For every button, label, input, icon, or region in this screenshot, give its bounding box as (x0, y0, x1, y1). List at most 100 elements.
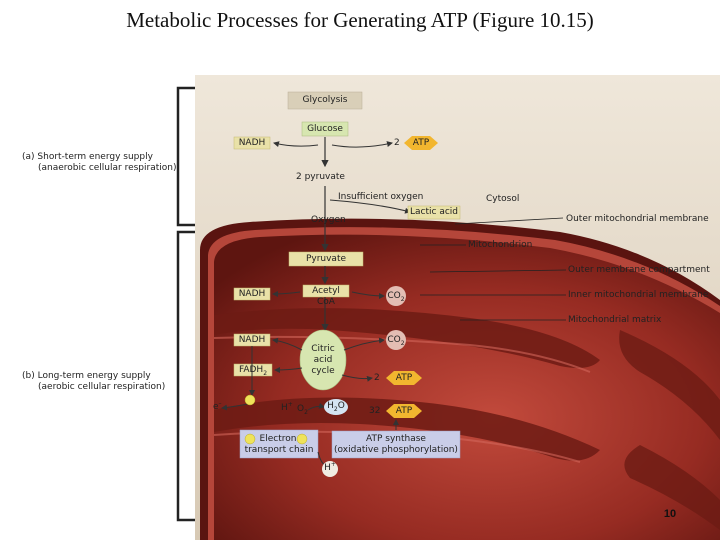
pyruvate-label: Pyruvate (305, 254, 347, 264)
cycle-label-line3: cycle (311, 366, 335, 376)
h2o-o: O (337, 401, 345, 411)
atp-label-glycolysis: ATP (412, 138, 430, 148)
co2-circle-pyruvate (386, 286, 406, 306)
inner-membrane-label: Inner mitochondrial membrane (568, 290, 709, 300)
short-term-label-line2: (anaerobic cellular respiration) (38, 163, 177, 173)
co2-label-cycle: CO2 (384, 335, 408, 346)
h-sup: + (287, 401, 293, 408)
atp-count-glycolysis: 2 (394, 138, 400, 148)
synthase-label-line2: (oxidative phosphorylation) (334, 445, 458, 455)
etc-label-line1: Electron (259, 434, 297, 444)
fadh2-label: FADH2 (234, 365, 272, 376)
oxygen-label: Oxygen (311, 215, 346, 225)
co2-text-cycle: CO (387, 335, 401, 345)
arrow-cycle-fadh2 (274, 366, 303, 373)
o2-label: O2 (297, 404, 308, 415)
arrow-h2o (307, 402, 325, 411)
electron-circle-2 (244, 433, 256, 445)
long-term-label-line2: (aerobic cellular respiration) (38, 382, 166, 392)
lactic-acid-box (407, 205, 461, 220)
atp-label-cycle: ATP (395, 373, 413, 383)
acetyl-coa-box (302, 284, 350, 298)
h2o-label: H2O (324, 401, 348, 412)
co2-text-pyruvate: CO (387, 291, 401, 301)
fadh2-sub: 2 (263, 369, 268, 377)
crista-fold-3 (619, 330, 720, 440)
cycle-label-line2: acid (313, 355, 333, 365)
pyruvate-product-label: 2 pyruvate (296, 172, 345, 182)
o2-text: O (297, 404, 305, 414)
atp-label-etc: ATP (395, 406, 413, 416)
h2o-sub: 2 (333, 405, 338, 413)
arrow-cycle-co2 (343, 337, 385, 351)
bracket-long-term (176, 230, 195, 522)
nadh-label-pyruvate: NADH (238, 289, 266, 299)
crista-fold-2 (214, 397, 600, 461)
nadh-label-cycle: NADH (238, 335, 266, 345)
h-text: H (281, 403, 288, 413)
fadh2-text: FADH (238, 365, 264, 375)
arrow-insufficient-oxygen (329, 199, 411, 214)
atp-count-etc: 32 (369, 406, 381, 416)
nadh-label-glycolysis: NADH (238, 138, 266, 148)
nadh-box-pyruvate (233, 287, 271, 301)
atp-star-glycolysis (404, 136, 438, 150)
fadh2-box (233, 363, 273, 377)
bracket-short-term (176, 86, 195, 227)
page-title: Metabolic Processes for Generating ATP (… (126, 8, 594, 32)
insufficient-oxygen-label: Insufficient oxygen (338, 192, 424, 202)
h-bottom-text: H (324, 463, 331, 473)
electron-transport-chain-box (239, 429, 319, 459)
co2-sub-pyruvate: 2 (400, 295, 405, 303)
short-term-label-line1: (a) Short-term energy supply (22, 152, 153, 162)
outer-membrane-label: Outer mitochondrial membrane (566, 214, 709, 224)
pyruvate-box (288, 251, 364, 267)
arrow-nadh-2 (272, 290, 301, 297)
h-plus-label: H+ (281, 401, 293, 414)
pointer-outer-membrane (454, 217, 564, 225)
co2-label-pyruvate: CO2 (384, 291, 408, 302)
o2-sub: 2 (304, 408, 308, 416)
atp-synthase-box (331, 430, 461, 459)
crista-fold-4 (624, 445, 720, 530)
e-text: e (213, 402, 219, 412)
acetyl-coa-label: Acetyl CoA (312, 286, 340, 307)
glycolysis-header-box (287, 91, 363, 110)
outer-compartment-label: Outer membrane compartment (568, 265, 710, 275)
electron-circle-1 (244, 394, 256, 406)
atp-star-cycle (386, 371, 422, 385)
arrow-cycle-atp (341, 374, 373, 382)
cycle-label-line1: Citric (311, 344, 335, 354)
etc-label-line2: transport chain (244, 445, 314, 455)
inner-mitochondrial-membrane (214, 234, 720, 540)
h2o-molecule (324, 399, 348, 415)
e-sup: – (218, 400, 222, 407)
page-number: 10 (663, 508, 677, 520)
arrow-e-left (221, 403, 249, 411)
synthase-label-line1: ATP synthase (366, 434, 426, 444)
arrow-to-nadh (273, 141, 319, 148)
h2o-h: H (327, 401, 334, 411)
cytosol-label: Cytosol (486, 194, 520, 204)
arrow-co2-1 (351, 291, 385, 299)
e-minus-label: e– (213, 400, 222, 413)
nadh-box-glycolysis (233, 136, 271, 150)
citric-acid-cycle-shape (299, 329, 347, 391)
glycolysis-label: Glycolysis (302, 95, 348, 105)
atp-count-cycle: 2 (374, 373, 380, 383)
electron-circle-3 (296, 433, 308, 445)
crista-highlight-1 (213, 335, 591, 373)
matrix-label: Mitochondrial matrix (568, 315, 662, 325)
h-plus-bottom-label: H+ (320, 462, 340, 474)
co2-sub-cycle: 2 (400, 339, 405, 347)
arrow-cycle-nadh (272, 337, 303, 351)
h-plus-circle-bottom (322, 461, 338, 477)
lactic-acid-label: Lactic acid (410, 207, 458, 217)
atp-star-etc (386, 404, 422, 418)
arrow-to-atp (331, 141, 393, 148)
pointer-outer-compartment (429, 269, 567, 273)
crista-fold-1 (214, 308, 600, 368)
long-term-label-line1: (b) Long-term energy supply (22, 371, 151, 381)
